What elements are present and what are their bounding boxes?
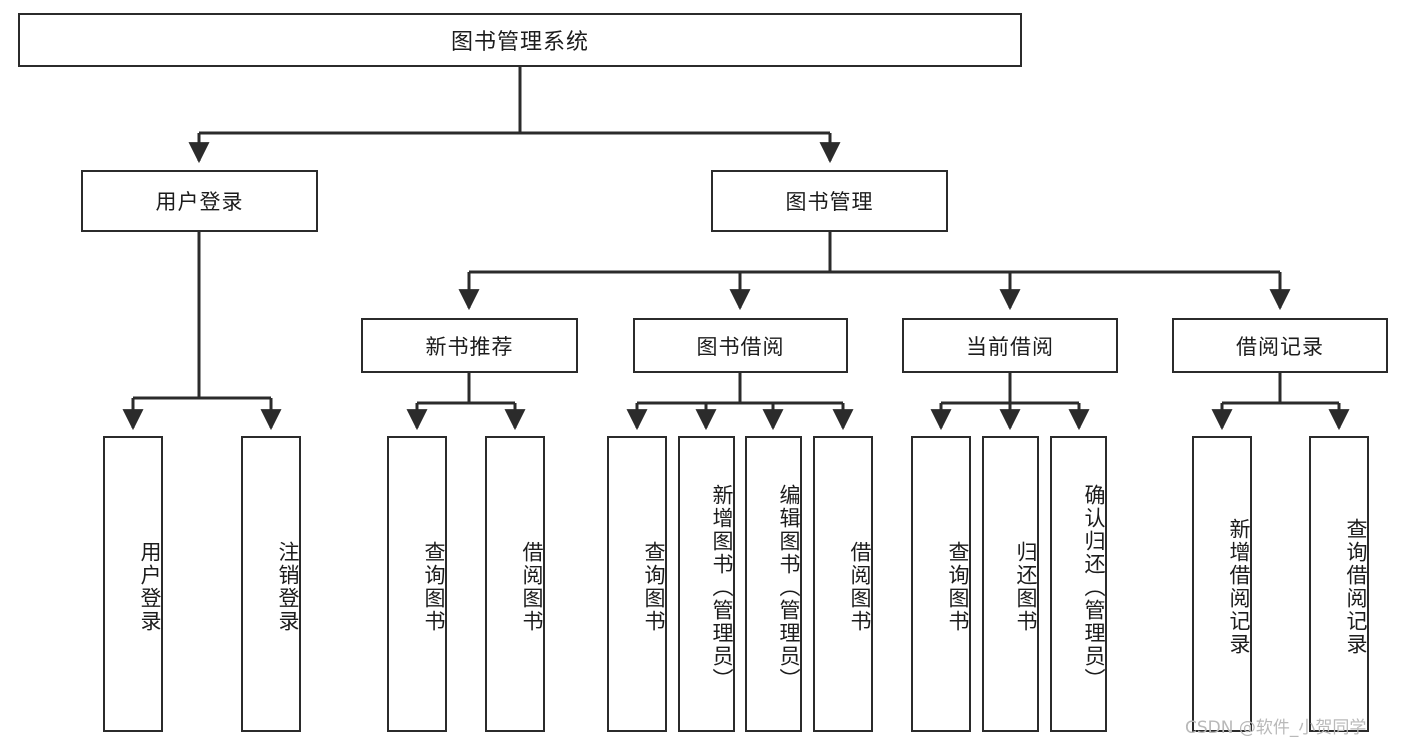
leaf-new-book-borrow[interactable]: 借阅图书 [485,436,545,732]
leaf-label: 用户登录 [138,541,162,633]
leaf-label: 借阅图书 [520,541,544,633]
leaf-label: 借阅图书 [848,541,872,633]
leaf-label: 新增图书（管理员） [710,483,734,691]
node-user-login[interactable]: 用户登录 [81,170,318,232]
leaf-label: 归还图书 [1014,541,1038,633]
node-root[interactable]: 图书管理系统 [18,13,1022,67]
leaf-current-return-book[interactable]: 归还图书 [982,436,1039,732]
leaf-label: 查询借阅记录 [1344,518,1368,656]
node-new-book-recommend[interactable]: 新书推荐 [361,318,578,373]
leaf-label: 注销登录 [276,541,300,633]
leaf-label: 确认归还（管理员） [1082,483,1106,691]
leaf-current-query-book[interactable]: 查询图书 [911,436,971,732]
leaf-label: 查询图书 [946,541,970,633]
leaf-new-book-query[interactable]: 查询图书 [387,436,447,732]
watermark-text: CSDN @软件_小贺同学 [1185,718,1367,738]
leaf-borrow-edit-book-admin[interactable]: 编辑图书（管理员） [745,436,802,732]
leaf-borrow-query-book[interactable]: 查询图书 [607,436,667,732]
leaf-record-query-record[interactable]: 查询借阅记录 [1309,436,1369,732]
leaf-user-login-logout[interactable]: 注销登录 [241,436,301,732]
leaf-user-login-login[interactable]: 用户登录 [103,436,163,732]
leaf-current-confirm-return-admin[interactable]: 确认归还（管理员） [1050,436,1107,732]
node-book-borrow[interactable]: 图书借阅 [633,318,848,373]
leaf-label: 查询图书 [422,541,446,633]
leaf-borrow-add-book-admin[interactable]: 新增图书（管理员） [678,436,735,732]
leaf-label: 查询图书 [642,541,666,633]
node-book-management[interactable]: 图书管理 [711,170,948,232]
node-current-borrow[interactable]: 当前借阅 [902,318,1118,373]
leaf-label: 新增借阅记录 [1227,518,1251,656]
leaf-borrow-borrow-book[interactable]: 借阅图书 [813,436,873,732]
node-borrow-record[interactable]: 借阅记录 [1172,318,1388,373]
leaf-label: 编辑图书（管理员） [777,483,801,691]
leaf-record-add-record[interactable]: 新增借阅记录 [1192,436,1252,732]
